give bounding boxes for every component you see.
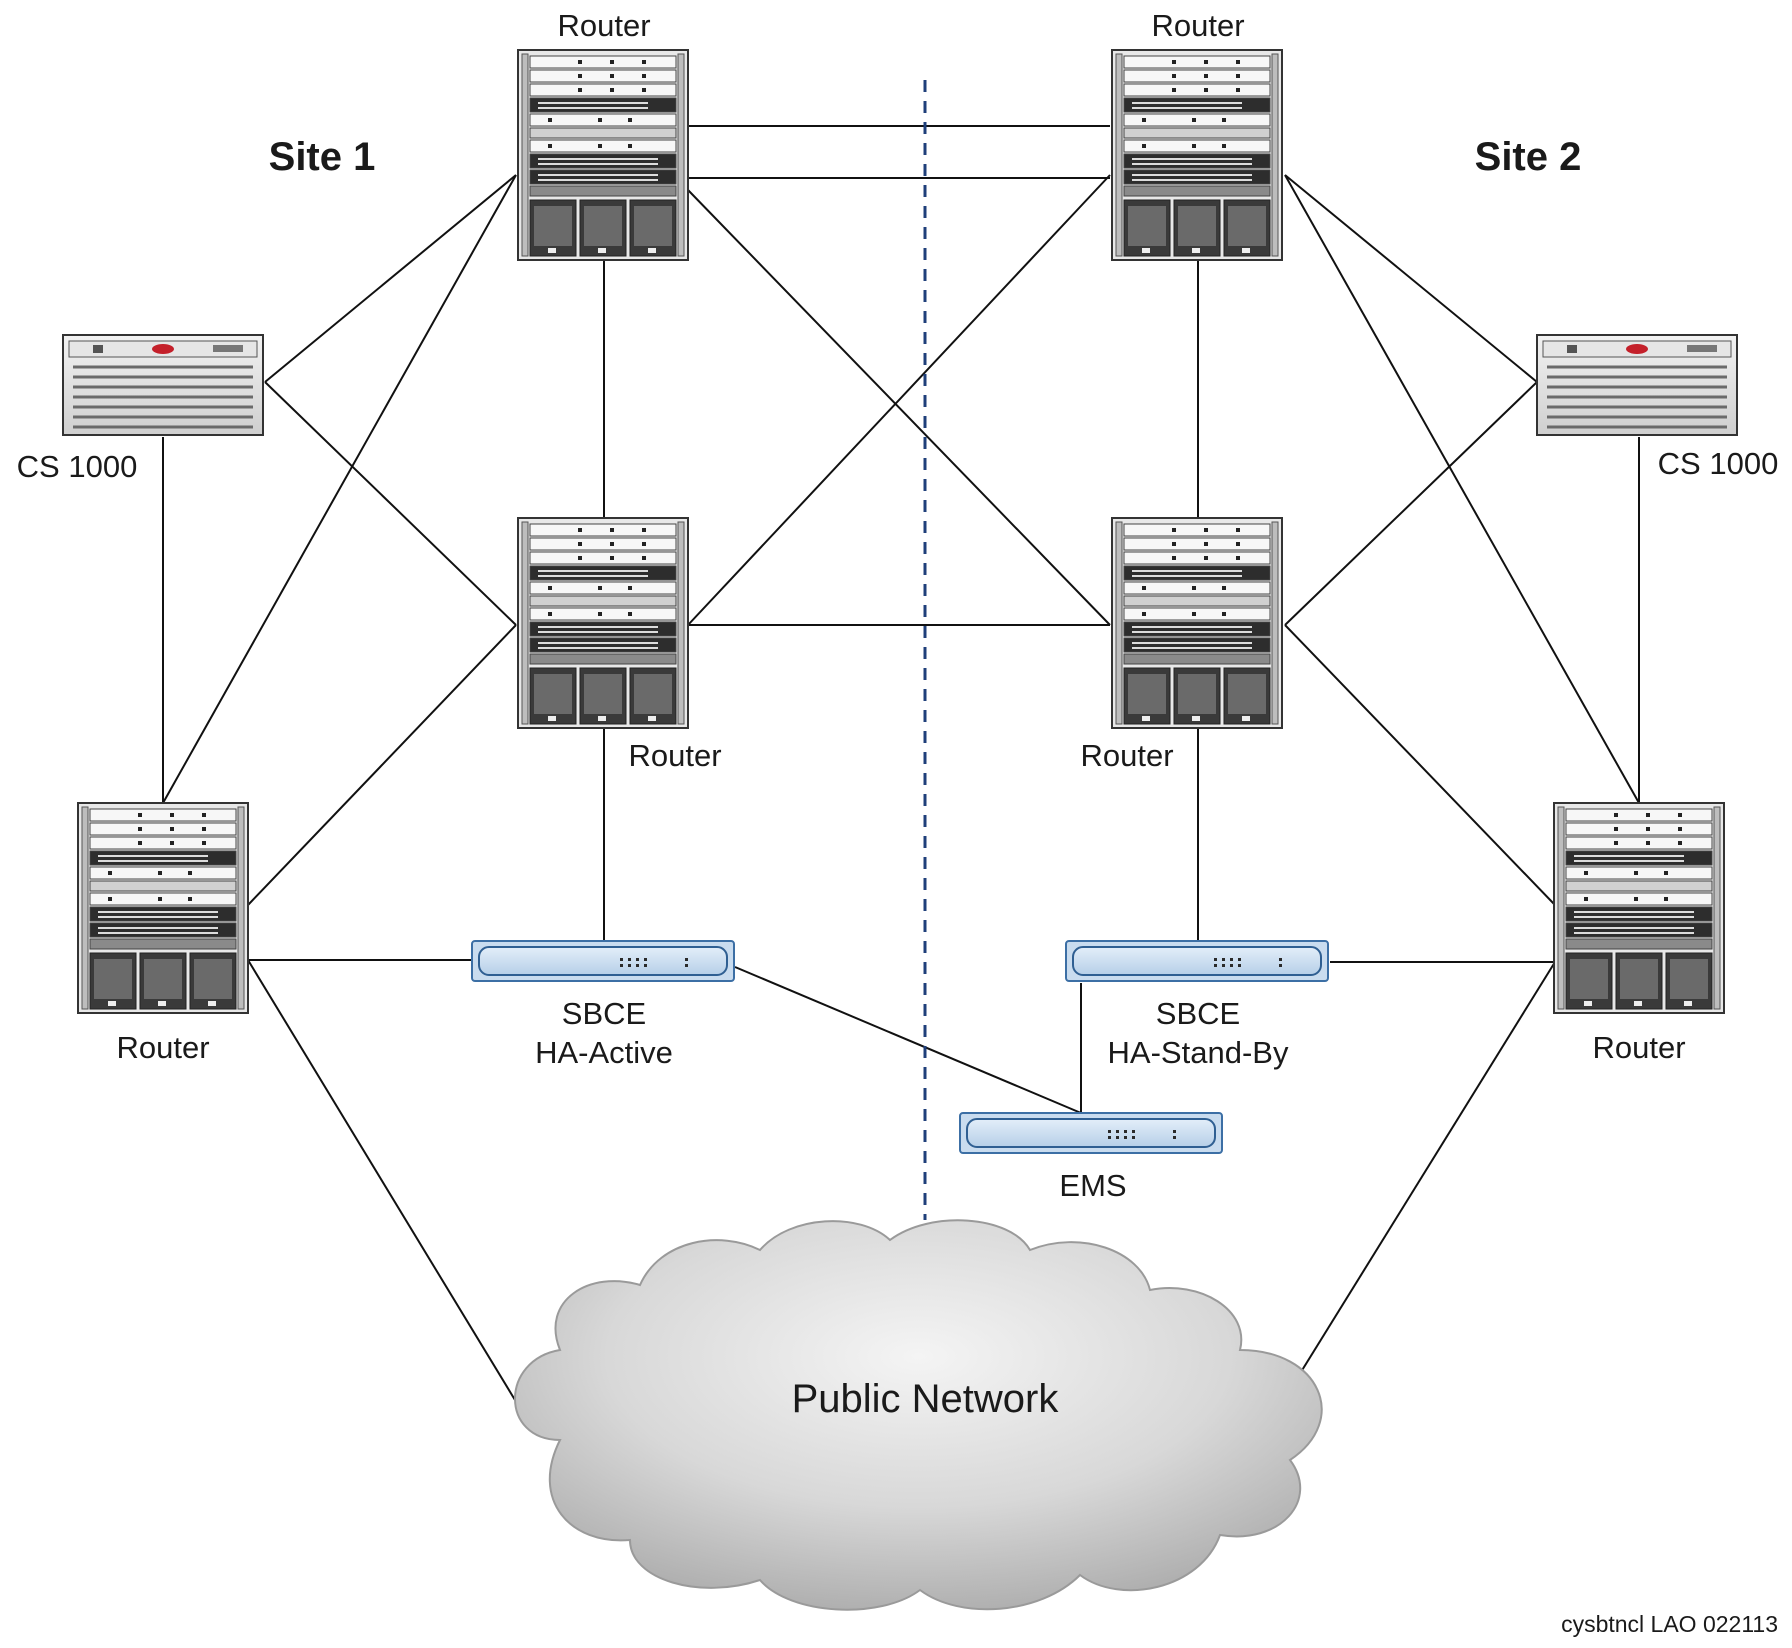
ha-standby-label: HA-Stand-By (1108, 1035, 1289, 1070)
router-site2-top (1111, 49, 1283, 261)
router-site1-middle (517, 517, 689, 729)
site2-label: Site 2 (1475, 135, 1582, 179)
router-site2-bottom (1553, 802, 1725, 1014)
router-label-site2-bottom: Router (1592, 1030, 1685, 1065)
public-network-label: Public Network (792, 1377, 1060, 1421)
cs1000-label-site2: CS 1000 (1658, 446, 1779, 481)
site1-label: Site 1 (269, 135, 376, 179)
router-label-site1-top: Router (557, 8, 650, 43)
router-site2-middle (1111, 517, 1283, 729)
ems-appliance (959, 1112, 1223, 1154)
sbce-label-standby: SBCE (1156, 996, 1240, 1031)
router-label-site2-top: Router (1151, 8, 1244, 43)
router-label-site1-middle: Router (628, 738, 721, 773)
ems-label: EMS (1059, 1168, 1126, 1203)
router-label-site1-bottom: Router (116, 1030, 209, 1065)
figure-code: cysbtncl LAO 022113 (1561, 1611, 1778, 1637)
sbce-label-active: SBCE (562, 996, 646, 1031)
cs1000-site1 (61, 333, 265, 437)
router-site1-top (517, 49, 689, 261)
cs1000-label-site1: CS 1000 (17, 449, 138, 484)
router-label-site2-middle: Router (1080, 738, 1173, 773)
sbce-ha-standby (1065, 940, 1329, 982)
public-network-cloud: Public Network (514, 1219, 1323, 1611)
cs1000-site2 (1535, 333, 1739, 437)
sbce-ha-active (471, 940, 735, 982)
connection-lines (162, 125, 1640, 1401)
ha-active-label: HA-Active (535, 1035, 673, 1070)
router-site1-bottom (77, 802, 249, 1014)
